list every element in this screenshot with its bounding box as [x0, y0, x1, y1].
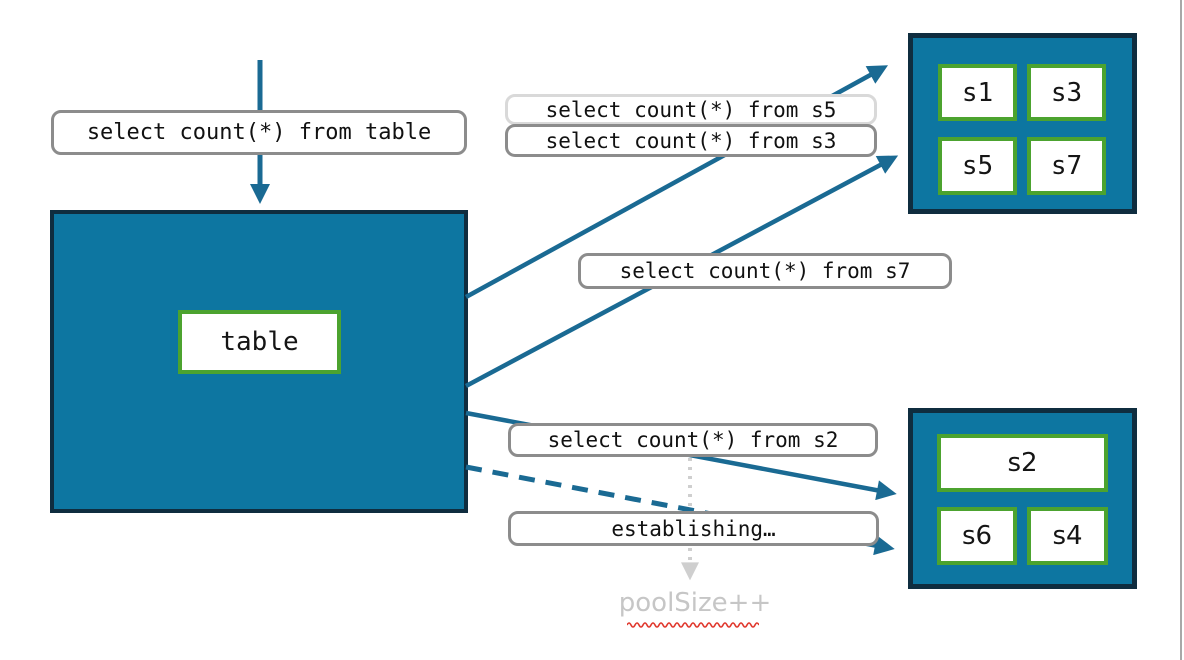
shard-cell-s6: s6 [937, 507, 1017, 565]
poolsize-annotation: poolSize++ [618, 588, 772, 618]
query-label-s7: select count(*) from s7 [578, 253, 952, 289]
shard-cell-s5: s5 [938, 137, 1017, 195]
shard-cell-s7: s7 [1027, 137, 1106, 195]
slide-edge-line [1180, 0, 1182, 660]
query-label-s5: select count(*) from s5 [505, 94, 877, 125]
shard-cell-s2: s2 [937, 434, 1108, 492]
shard-cell-s3: s3 [1027, 64, 1106, 121]
query-label-s3: select count(*) from s3 [505, 124, 877, 157]
shard-cell-s1: s1 [938, 64, 1017, 121]
spellcheck-squiggle [627, 622, 759, 628]
table-cell-label: table [178, 310, 341, 374]
shard-cell-s4: s4 [1027, 507, 1108, 565]
query-label-table: select count(*) from table [51, 110, 467, 155]
query-label-establishing: establishing… [508, 511, 879, 546]
query-label-s2: select count(*) from s2 [508, 423, 878, 457]
